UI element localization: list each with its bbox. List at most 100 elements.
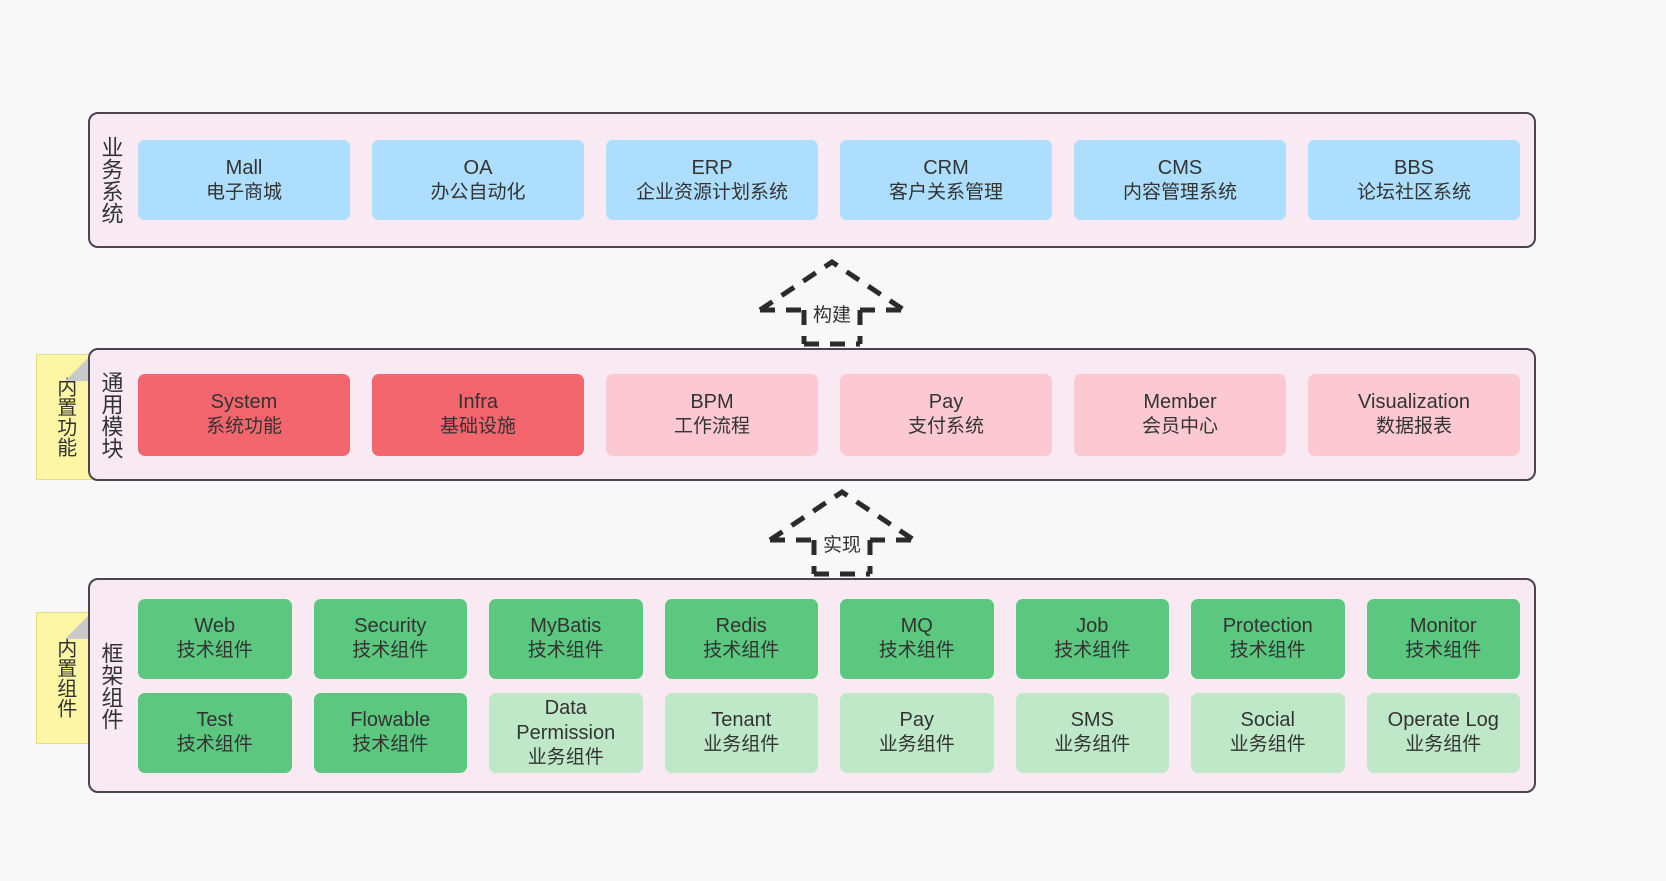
card-visualization[interactable]: Visualization 数据报表 <box>1308 373 1520 456</box>
connector-build: 构建 <box>752 258 912 347</box>
card-bbs[interactable]: BBS 论坛社区系统 <box>1308 140 1520 220</box>
card-monitor-title: Monitor <box>1409 615 1477 638</box>
card-sms[interactable]: SMS 业务组件 <box>1015 692 1169 773</box>
card-infra[interactable]: Infra 基础设施 <box>372 373 584 456</box>
layer-common-module: 通用模块 System 系统功能 Infra 基础设施 BPM 工作流程 Pay… <box>88 348 1536 481</box>
card-flowable-subtitle: 技术组件 <box>352 734 429 756</box>
card-data-permission-title: Data Permission <box>516 696 616 744</box>
layer-framework-component-body: Web 技术组件 Security 技术组件 MyBatis 技术组件 Redi… <box>132 580 1534 791</box>
note-builtin-component-label: 内置组件 <box>53 638 76 718</box>
card-erp[interactable]: ERP 企业资源计划系统 <box>606 140 818 220</box>
card-mq-title: MQ <box>900 615 933 638</box>
card-crm-subtitle: 客户关系管理 <box>888 181 1003 203</box>
card-test-title: Test <box>196 709 234 732</box>
card-bbs-title: BBS <box>1393 156 1435 179</box>
card-member[interactable]: Member 会员中心 <box>1074 373 1286 456</box>
card-redis-title: Redis <box>715 615 767 638</box>
note-builtin-function: 内置功能 <box>36 354 92 480</box>
card-security-title: Security <box>354 615 427 638</box>
card-oa-subtitle: 办公自动化 <box>430 181 526 203</box>
card-data-permission-subtitle: 业务组件 <box>527 746 604 768</box>
card-cms-subtitle: 内容管理系统 <box>1122 181 1237 203</box>
card-operate-log[interactable]: Operate Log 业务组件 <box>1366 692 1520 773</box>
framework-card-row-1: Web 技术组件 Security 技术组件 MyBatis 技术组件 Redi… <box>138 598 1520 679</box>
card-mybatis[interactable]: MyBatis 技术组件 <box>489 598 643 679</box>
card-social[interactable]: Social 业务组件 <box>1191 692 1345 773</box>
note-builtin-function-label: 内置功能 <box>53 377 76 457</box>
layer-framework-component: 框架组件 Web 技术组件 Security 技术组件 MyBatis 技术组件… <box>88 578 1536 793</box>
card-job-subtitle: 技术组件 <box>1054 640 1131 662</box>
card-operate-log-subtitle: 业务组件 <box>1405 734 1482 756</box>
card-web-title: Web <box>194 615 236 638</box>
card-protection-title: Protection <box>1222 615 1313 638</box>
card-erp-title: ERP <box>691 156 733 179</box>
card-system-subtitle: 系统功能 <box>205 416 282 438</box>
card-monitor-subtitle: 技术组件 <box>1405 640 1482 662</box>
card-pay-module-subtitle: 支付系统 <box>907 416 984 438</box>
card-system-title: System <box>210 391 278 414</box>
card-mall-subtitle: 电子商城 <box>205 181 282 203</box>
card-sms-title: SMS <box>1070 709 1114 732</box>
card-protection[interactable]: Protection 技术组件 <box>1191 598 1345 679</box>
business-card-row: Mall 电子商城 OA 办公自动化 ERP 企业资源计划系统 CRM 客户关系… <box>138 140 1520 220</box>
card-flowable-title: Flowable <box>350 709 431 732</box>
card-tenant-subtitle: 业务组件 <box>703 734 780 756</box>
card-pay-component[interactable]: Pay 业务组件 <box>840 692 994 773</box>
card-crm-title: CRM <box>923 156 969 179</box>
connector-realize-label: 实现 <box>819 530 865 557</box>
card-test[interactable]: Test 技术组件 <box>138 692 292 773</box>
card-mq[interactable]: MQ 技术组件 <box>840 598 994 679</box>
card-mq-subtitle: 技术组件 <box>878 640 955 662</box>
card-member-title: Member <box>1143 391 1217 414</box>
card-infra-subtitle: 基础设施 <box>439 416 516 438</box>
layer-business-system-title: 业务系统 <box>98 136 124 224</box>
card-web-subtitle: 技术组件 <box>176 640 253 662</box>
card-mall-title: Mall <box>225 156 263 179</box>
note-builtin-component: 内置组件 <box>36 612 92 744</box>
card-data-permission[interactable]: Data Permission 业务组件 <box>489 692 643 773</box>
card-security-subtitle: 技术组件 <box>352 640 429 662</box>
connector-build-arrow-icon <box>758 258 906 347</box>
layer-business-system: 业务系统 Mall 电子商城 OA 办公自动化 ERP 企业资源计划系统 CRM… <box>88 112 1536 248</box>
card-operate-log-title: Operate Log <box>1387 709 1499 732</box>
card-web[interactable]: Web 技术组件 <box>138 598 292 679</box>
card-security[interactable]: Security 技术组件 <box>313 598 467 679</box>
layer-common-module-title: 通用模块 <box>98 370 124 459</box>
card-mall[interactable]: Mall 电子商城 <box>138 140 350 220</box>
framework-card-row-2: Test 技术组件 Flowable 技术组件 Data Permission … <box>138 692 1520 773</box>
card-erp-subtitle: 企业资源计划系统 <box>635 181 788 203</box>
card-tenant-title: Tenant <box>711 709 772 732</box>
card-pay-component-subtitle: 业务组件 <box>878 734 955 756</box>
card-flowable[interactable]: Flowable 技术组件 <box>313 692 467 773</box>
card-member-subtitle: 会员中心 <box>1141 416 1218 438</box>
card-visualization-subtitle: 数据报表 <box>1375 416 1452 438</box>
connector-realize: 实现 <box>762 488 922 577</box>
card-sms-subtitle: 业务组件 <box>1054 734 1131 756</box>
card-bpm-title: BPM <box>690 391 734 414</box>
card-infra-title: Infra <box>457 391 499 414</box>
connector-realize-arrow-icon <box>768 488 916 577</box>
connector-build-label: 构建 <box>809 300 855 327</box>
card-visualization-title: Visualization <box>1358 391 1470 414</box>
card-system[interactable]: System 系统功能 <box>138 373 350 456</box>
layer-framework-component-title: 框架组件 <box>98 641 124 730</box>
card-bpm[interactable]: BPM 工作流程 <box>606 373 818 456</box>
card-protection-subtitle: 技术组件 <box>1229 640 1306 662</box>
card-tenant[interactable]: Tenant 业务组件 <box>664 692 818 773</box>
card-redis-subtitle: 技术组件 <box>703 640 780 662</box>
card-monitor[interactable]: Monitor 技术组件 <box>1366 598 1520 679</box>
layer-common-module-body: System 系统功能 Infra 基础设施 BPM 工作流程 Pay 支付系统… <box>132 350 1534 479</box>
card-social-title: Social <box>1240 709 1295 732</box>
card-test-subtitle: 技术组件 <box>176 734 253 756</box>
card-redis[interactable]: Redis 技术组件 <box>664 598 818 679</box>
card-mybatis-title: MyBatis <box>530 615 602 638</box>
card-cms[interactable]: CMS 内容管理系统 <box>1074 140 1286 220</box>
card-pay-module[interactable]: Pay 支付系统 <box>840 373 1052 456</box>
card-job[interactable]: Job 技术组件 <box>1015 598 1169 679</box>
card-pay-component-title: Pay <box>899 709 934 732</box>
card-pay-module-title: Pay <box>928 391 964 414</box>
card-crm[interactable]: CRM 客户关系管理 <box>840 140 1052 220</box>
card-oa[interactable]: OA 办公自动化 <box>372 140 584 220</box>
card-bbs-subtitle: 论坛社区系统 <box>1356 181 1471 203</box>
